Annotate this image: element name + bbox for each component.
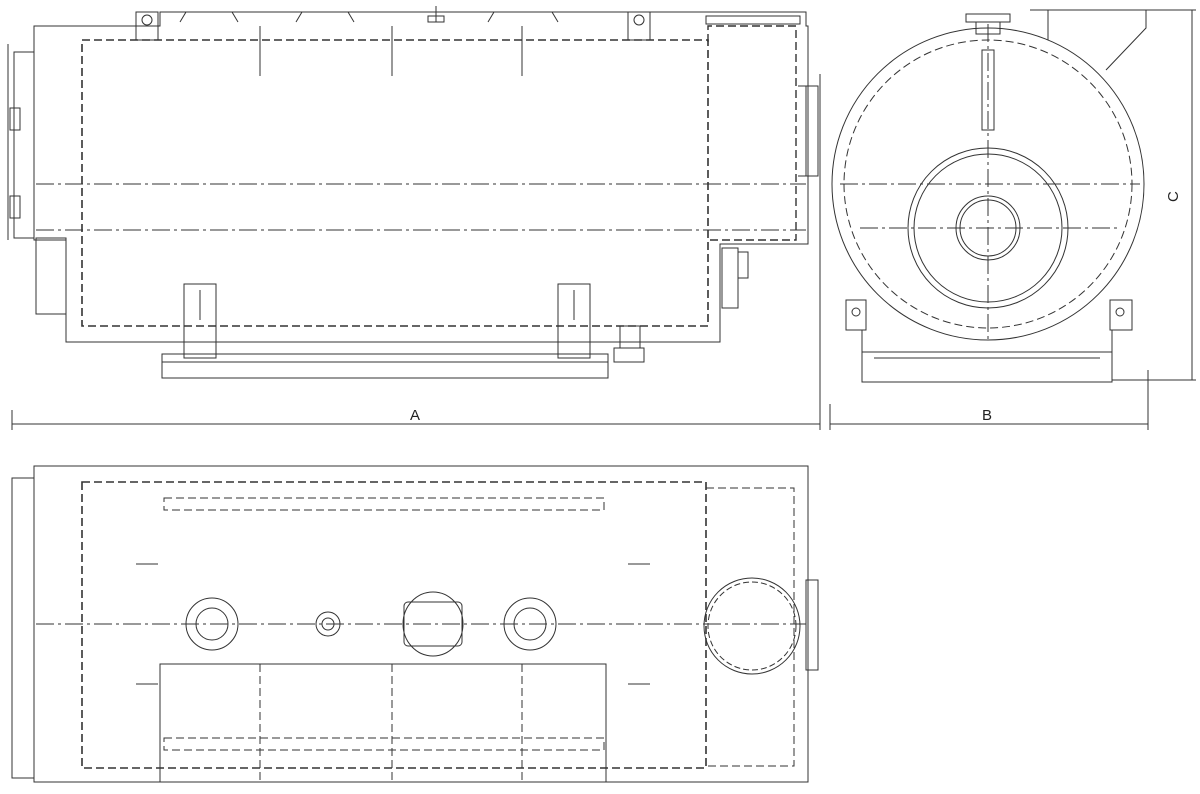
plan-view-nozzle-1 [185,597,239,651]
side-view-front-door [13,51,35,239]
dimension-label-height: C [1165,191,1182,202]
side-view-burner-box [35,237,67,315]
side-view-support-left [183,283,217,359]
plan-view-support-frame [159,663,607,783]
side-view-lifting-lug-right [627,11,651,41]
dimension-label-length: A [410,407,420,424]
side-view-control-panel [721,247,739,309]
side-view-support-right [557,283,591,359]
plan-view-nozzle-2 [315,611,341,637]
plan-view-manhole [403,601,463,647]
plan-view-nozzle-3 [503,597,557,651]
end-view-base [861,351,1113,383]
end-view-chimney [1030,9,1147,71]
plan-view [11,465,819,783]
side-view-inner-furnace [81,39,709,327]
plan-view-inner-furnace [81,481,707,769]
side-view-chimney-flange [705,15,801,25]
end-view [831,9,1147,383]
plan-view-chimney-outlet [703,577,801,675]
side-view [7,6,819,379]
dimension-label-width: B [982,407,992,424]
dimension-lines [11,9,1196,430]
side-view-lifting-lug-left [135,11,159,41]
side-view-shell [33,11,809,343]
end-view-saddle-right [1109,299,1133,331]
side-view-rear-flange [805,85,819,177]
end-view-saddle-left [845,299,867,331]
side-view-base-skid [161,353,609,379]
